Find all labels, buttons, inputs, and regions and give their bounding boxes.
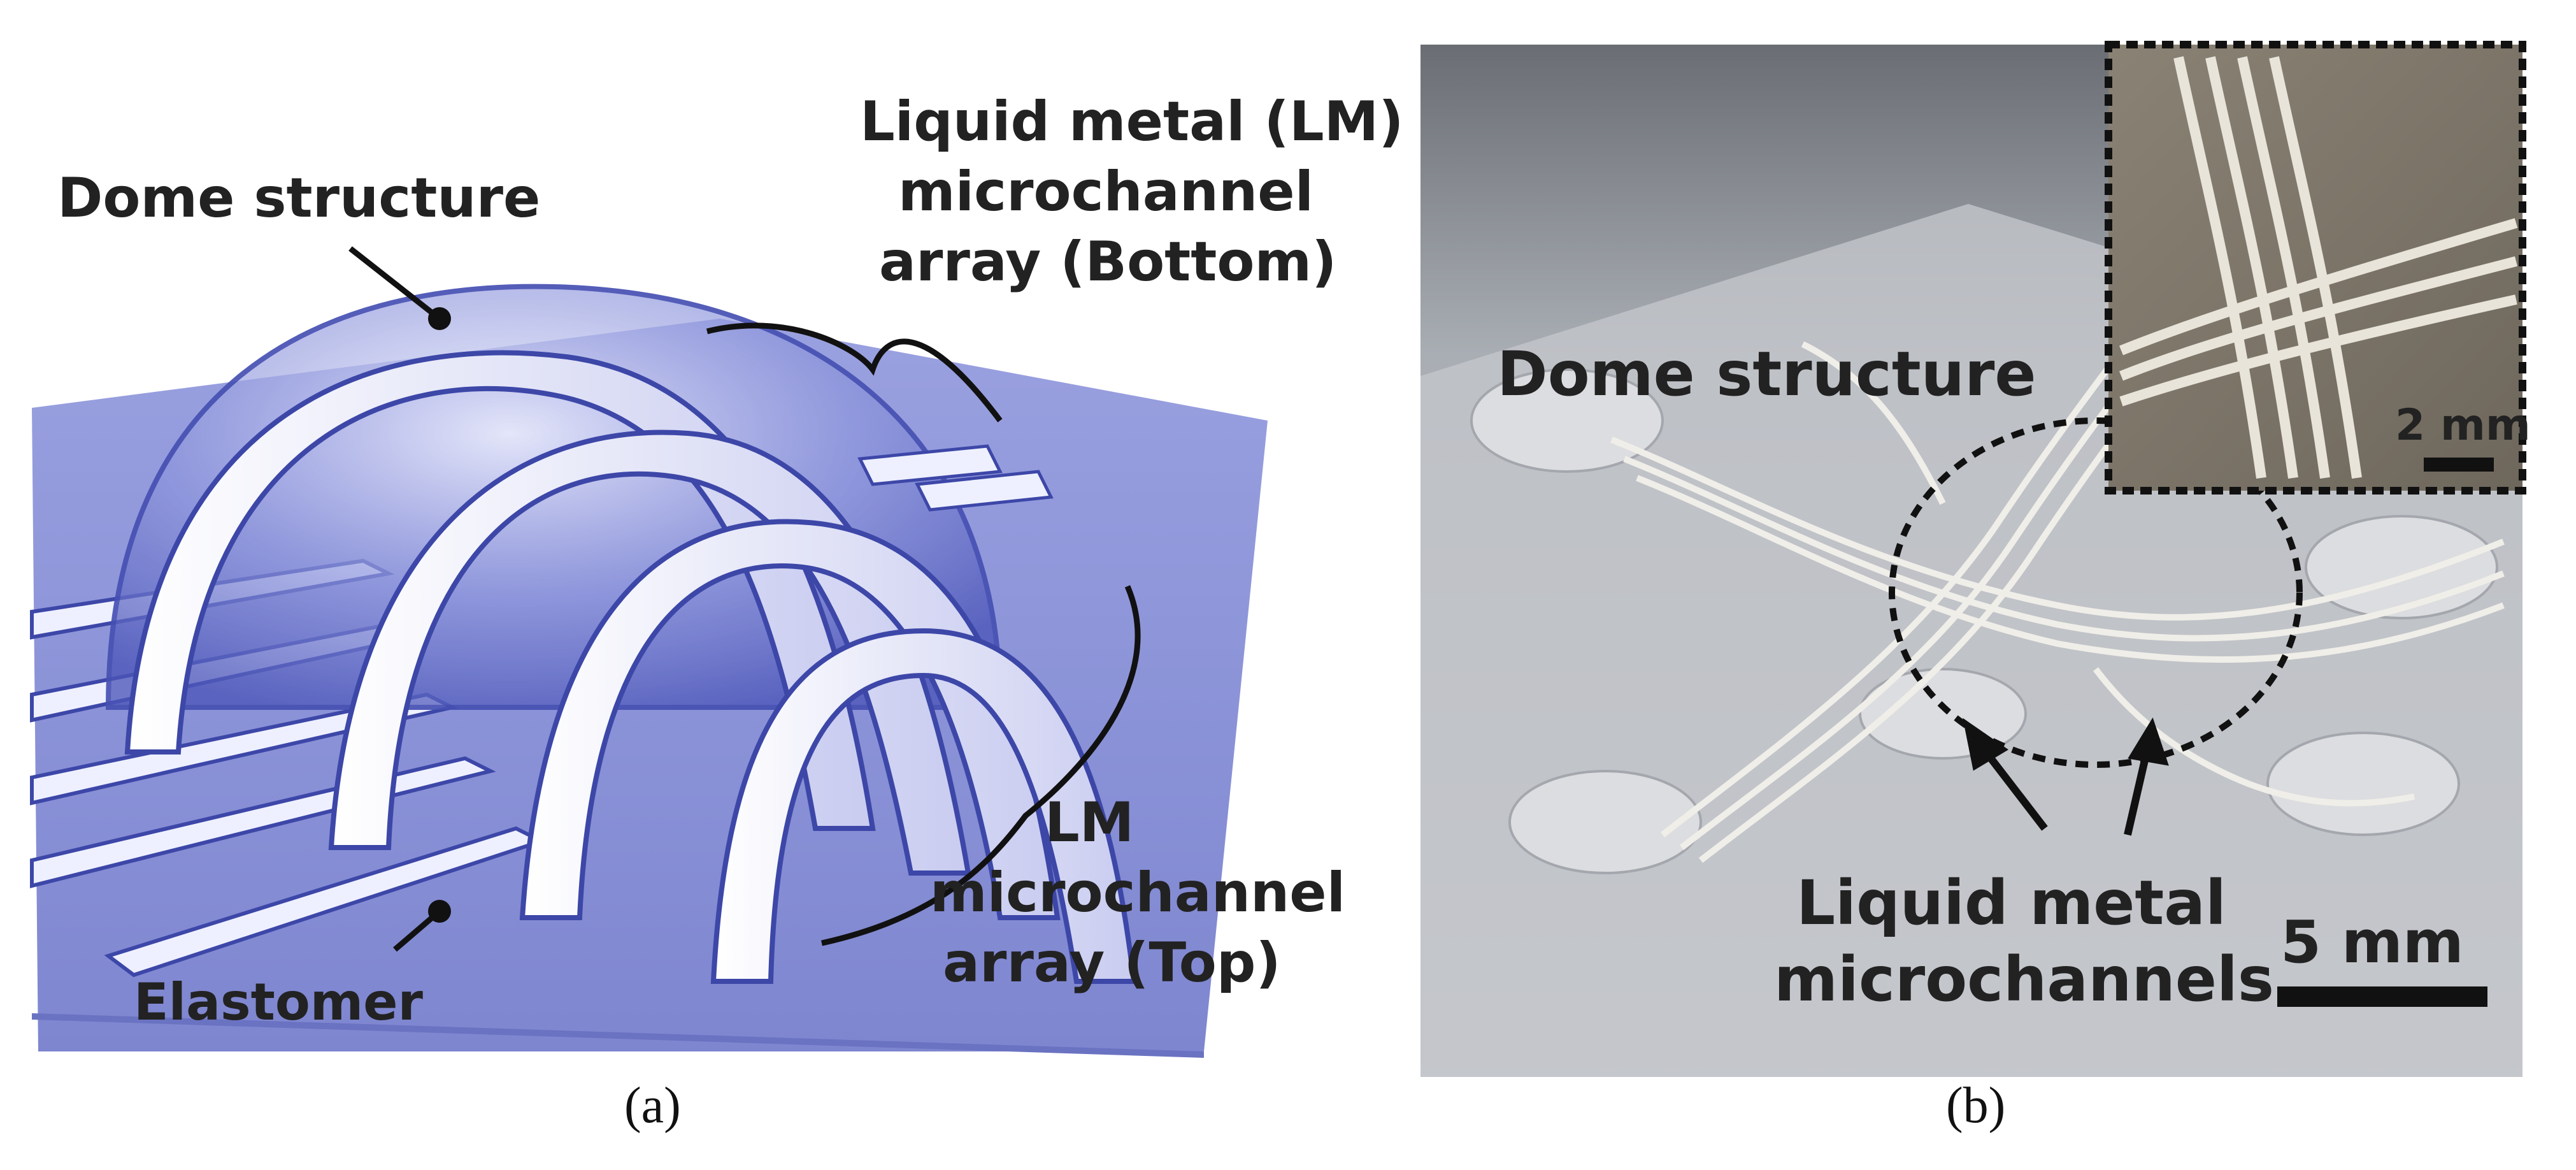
dome-leader-line [348,246,441,321]
photo-arrows [1963,717,2169,836]
label-lm-top-1: LM [1045,791,1134,855]
photo-domes [1470,368,2498,874]
label-elastomer: Elastomer [134,972,423,1032]
label-inset-scale: 2 mm [2395,400,2531,451]
inset-scale-bar [2424,458,2494,472]
label-photo-lm-2: microchannels [1774,944,2274,1015]
label-photo-scale: 5 mm [2280,908,2464,976]
panel-b-photo: 2 mm Dome structure Liquid metal microch… [1420,41,2531,1077]
top-channel-array [124,350,1137,984]
label-lm-bottom-3: array (Bottom) [879,230,1336,294]
label-photo-lm-1: Liquid metal [1796,867,2226,939]
photo-scale-bar [2277,986,2487,1007]
caption-b: (b) [1946,1078,2006,1134]
label-dome-structure: Dome structure [57,166,540,230]
caption-a: (a) [624,1078,681,1134]
panel-a-schematic: Dome structure Liquid metal (LM) microch… [30,64,1404,1058]
label-photo-dome-structure: Dome structure [1497,338,2036,410]
elastomer-leader-dot [428,900,451,923]
dome-leader-dot [428,307,451,330]
elastomer-sheet-edge [32,1013,1204,1058]
panel-a-svg: Dome structure Liquid metal (LM) microch… [30,90,1404,1058]
label-lm-top-3: array (Top) [943,931,1281,995]
bottom-channel-ends [857,444,1054,512]
top-array-brace [821,585,1141,946]
bottom-array-brace [706,322,1003,422]
label-lm-bottom-1: Liquid metal (LM) [860,90,1404,154]
photo-dotted-circle [1889,417,2303,768]
label-lm-top-2: microchannel [930,861,1345,925]
inset-photo: 2 mm [2105,41,2531,495]
panel-b-svg: 2 mm Dome structure Liquid metal microch… [1420,41,2531,1077]
label-lm-bottom-2: microchannel [898,160,1313,224]
